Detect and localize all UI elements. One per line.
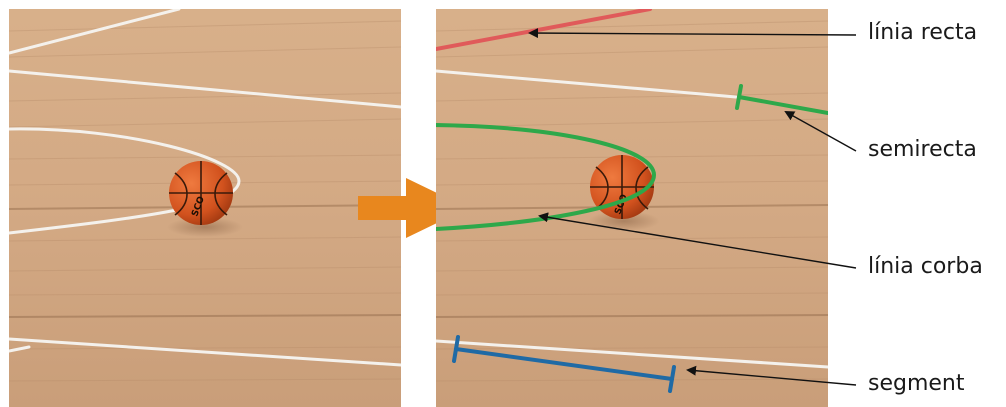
- pointer-segment: [686, 365, 857, 386]
- court-photo-original-canvas: SCO: [9, 9, 401, 407]
- court-lines: [9, 9, 401, 367]
- wood-grain: [9, 20, 401, 382]
- straight-line-mark: [436, 9, 652, 51]
- court-photo-annotated: SCO: [436, 9, 828, 407]
- pointer-ray: [784, 111, 857, 152]
- basketball-icon: SCO: [169, 161, 233, 225]
- pointer-straight-line: [528, 28, 857, 39]
- pointer-curve: [538, 212, 857, 269]
- court-photo-original: SCO: [9, 9, 401, 407]
- ray-mark: [735, 84, 828, 115]
- court-photo-annotated-canvas: SCO: [436, 9, 828, 407]
- court-lines: [436, 69, 828, 369]
- ball-shadow: [167, 217, 243, 237]
- segment-mark: [452, 335, 676, 393]
- curve-mark: [436, 123, 657, 231]
- ball-shadow: [588, 211, 660, 231]
